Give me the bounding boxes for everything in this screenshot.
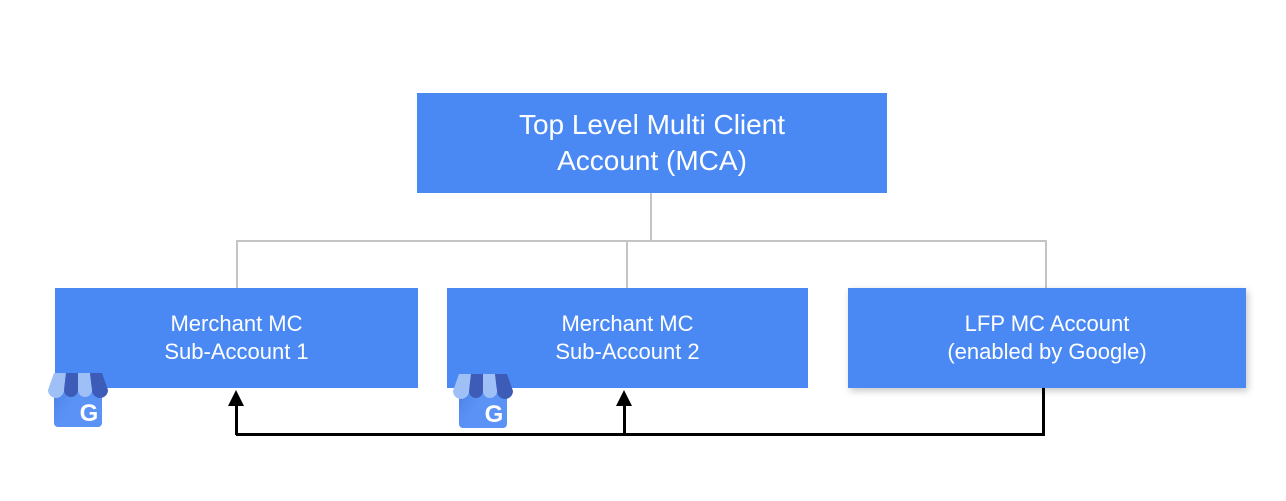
node-top-level-mca[interactable]: Top Level Multi Client Account (MCA) <box>417 93 887 193</box>
feedback-arrowhead-sub-account-2 <box>616 390 632 406</box>
connector-horizontal-bus <box>236 240 1047 242</box>
feedback-arrowhead-sub-account-1 <box>228 390 244 406</box>
connector-drop-lfp-account <box>1045 240 1047 290</box>
feedback-line-arm-sub-account-2 <box>623 404 626 435</box>
node-merchant-mc-sub-account-1[interactable]: Merchant MC Sub-Account 1 <box>55 288 418 388</box>
node-merchant-mc-sub-account-2[interactable]: Merchant MC Sub-Account 2 <box>447 288 808 388</box>
connector-drop-sub-account-1 <box>236 240 238 290</box>
storefront-g-glyph: G <box>80 400 99 427</box>
connector-drop-sub-account-2 <box>626 240 628 290</box>
connector-stem-top <box>650 193 652 242</box>
node-merchant-mc-sub-account-1-label: Merchant MC Sub-Account 1 <box>164 310 309 364</box>
node-merchant-mc-sub-account-2-label: Merchant MC Sub-Account 2 <box>555 310 700 364</box>
node-lfp-mc-account[interactable]: LFP MC Account (enabled by Google) <box>848 288 1246 388</box>
google-my-business-storefront-icon: G <box>42 363 114 435</box>
storefront-g-glyph: G <box>485 401 504 428</box>
feedback-line-arm-sub-account-1 <box>235 404 238 435</box>
node-top-level-mca-label: Top Level Multi Client Account (MCA) <box>518 109 786 176</box>
node-lfp-mc-account-label: LFP MC Account (enabled by Google) <box>947 310 1147 364</box>
feedback-line-vertical-from-lfp <box>1042 388 1045 436</box>
feedback-line-horizontal <box>236 433 1045 436</box>
google-my-business-storefront-icon: G <box>447 364 519 436</box>
